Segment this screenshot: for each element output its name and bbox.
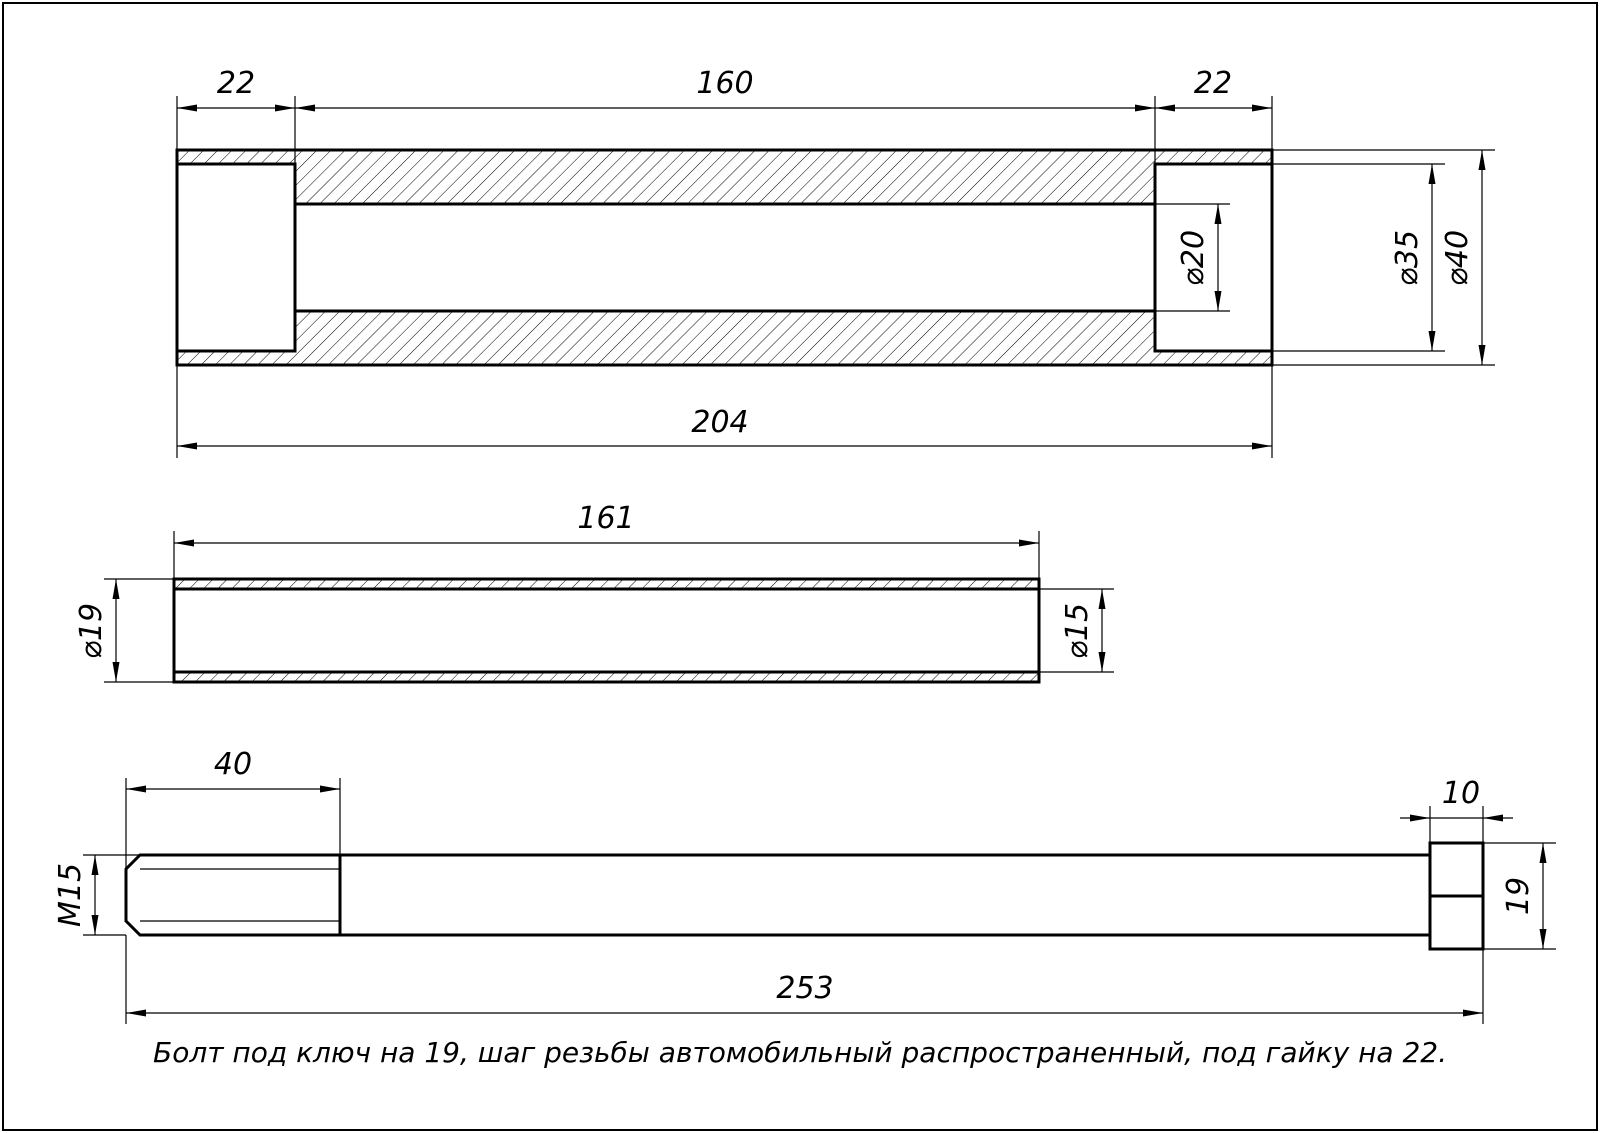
sleeve-wall-top [177,150,1272,164]
sleeve-dim-right-bore: 22 [1194,66,1232,101]
bolt-dim-thread-length: 40 [214,747,252,782]
sleeve-dim-middle: 160 [696,66,753,101]
bolt-shank-outline [124,853,1432,937]
drawing-note: Болт под ключ на 19, шаг резьбы автомоби… [153,1036,1447,1069]
sleeve-dim-outer-diameter: ⌀40 [1440,230,1475,286]
sleeve-wall-lower-middle [295,311,1155,351]
sleeve-section: 22 160 22 204 ⌀20 ⌀35 ⌀40 [175,66,1495,458]
sleeve-dim-left-bore: 22 [217,66,255,101]
tube-outline [172,577,1041,684]
sleeve-dim-bore-diameter: ⌀35 [1390,230,1425,286]
bolt-dim-head-width: 10 [1442,776,1480,811]
tube-dim-outer-diameter: ⌀19 [74,603,109,659]
sleeve-left-bore [175,162,297,353]
tube-wall-bottom [174,672,1039,682]
tube-dim-inner-diameter: ⌀15 [1060,603,1095,659]
tube-dim-length: 161 [577,501,634,536]
bolt-dim-total-length: 253 [776,971,833,1006]
sleeve-dim-inner-diameter: ⌀20 [1176,230,1211,286]
sleeve-wall-bottom [177,351,1272,365]
tube-section: 161 ⌀19 ⌀15 [74,501,1114,684]
bolt-dim-thread: M15 [53,863,88,927]
sleeve-wall-upper-middle [295,164,1155,204]
bolt-view: 40 M15 10 19 253 [53,747,1556,1024]
sleeve-right-bore [1153,162,1274,353]
sleeve-dim-total-length: 204 [691,405,748,440]
tube-wall-top [174,579,1039,589]
bolt-dim-head-size: 19 [1501,877,1536,915]
